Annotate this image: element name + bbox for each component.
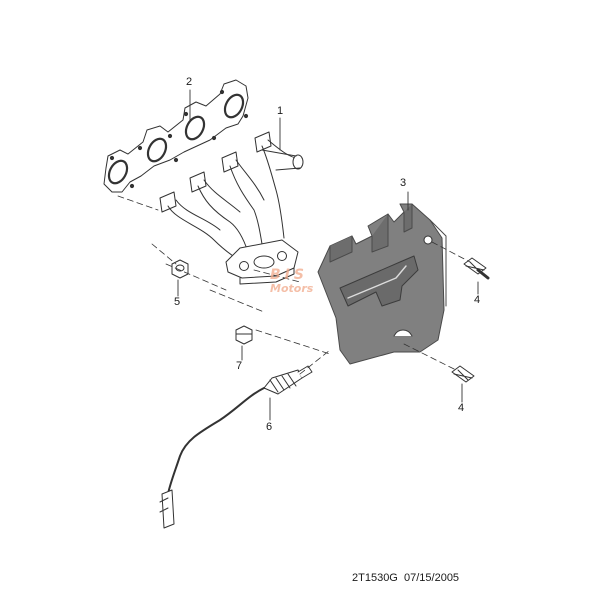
leader-lines: [177, 89, 479, 421]
callout-part-1: 1: [277, 105, 284, 117]
heat-shield-part-3: [317, 203, 447, 365]
bolt-part-4-lower: [451, 365, 475, 383]
exhaust-manifold-part-1: [159, 131, 304, 285]
drawing-footer: 2T1530G 07/15/2005: [352, 572, 459, 584]
watermark-logo-text: Motors: [270, 282, 314, 295]
callout-part-2: 2: [186, 76, 193, 88]
callout-part-3: 3: [400, 177, 407, 189]
callout-part-5: 5: [174, 296, 181, 308]
drawing-code: 2T1530G: [352, 572, 398, 584]
callout-part-7: 7: [236, 360, 243, 372]
gasket-part-2: [103, 79, 249, 193]
callout-part-4-lower: 4: [458, 402, 465, 414]
assembly-lines: [117, 195, 471, 375]
drawing-date: 07/15/2005: [404, 572, 460, 584]
nut-part-7: [235, 325, 253, 345]
callout-part-4-upper: 4: [474, 294, 481, 306]
callout-part-6: 6: [266, 421, 273, 433]
watermark-logo: BIS: [270, 267, 308, 283]
oxygen-sensor-part-6: [159, 365, 313, 529]
nut-part-5: [171, 259, 189, 279]
